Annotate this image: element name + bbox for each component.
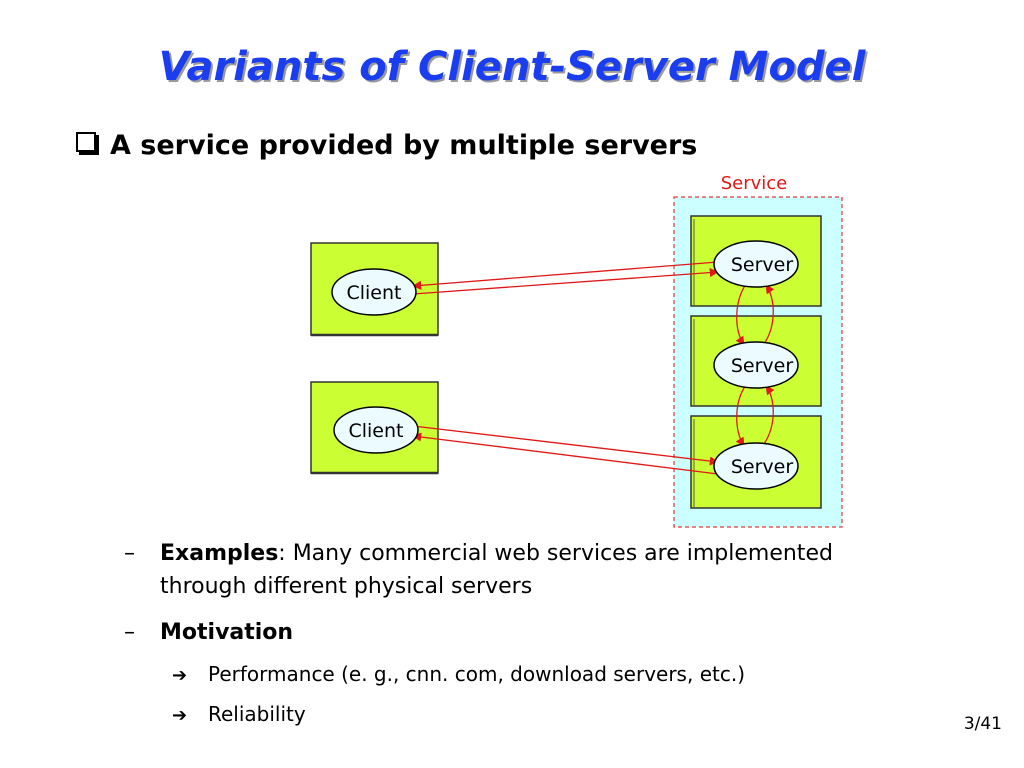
motivation-item: Motivation [160,616,293,649]
main-bullet-text: A service provided by multiple servers [110,130,698,161]
arrow-server1-to-client1 [412,261,719,290]
service-label: Service [721,173,788,194]
motivation-label: Motivation [160,620,294,645]
client-node-1 [331,268,417,316]
arrow-right-icon: ➔ [172,705,188,726]
server-label-2: Server [731,355,793,377]
arrow-server3-to-server2 [763,385,775,445]
dash-bullet-1: – [124,541,135,566]
server-node-1 [713,240,799,288]
sub-item-reliability-text: Reliability [208,702,306,726]
client-node-2 [333,406,419,454]
server-node-2 [713,341,799,389]
client-label-2: Client [348,420,403,442]
examples-text-2: through different physical servers [160,574,533,599]
sub-item-performance-text: Performance (e. g., cnn. com, download s… [208,662,745,686]
arrow-server1-to-server2 [735,283,747,346]
client-label-1: Client [346,282,401,304]
arrow-server2-to-server1 [763,284,775,345]
server-node-3 [713,442,799,490]
examples-label: Examples [160,541,279,566]
page-number: 3/41 [963,714,1002,734]
sub-item-reliability: ➔ Reliability [172,702,306,726]
arrow-server2-to-server3 [735,384,747,447]
dash-bullet-2: – [124,620,135,645]
checkbox-bullet-icon [76,132,96,152]
arrow-client1-to-server1 [412,268,719,295]
arrow-client2-to-server3 [412,425,719,466]
sub-item-performance: ➔ Performance (e. g., cnn. com, download … [172,662,745,686]
main-bullet: A service provided by multiple servers [76,130,697,161]
server-label-3: Server [731,456,793,478]
examples-item: Examples: Many commercial web services a… [160,537,833,603]
arrow-right-icon: ➔ [172,665,188,686]
slide-title: Variants of Client-Server Model [158,44,866,90]
arrow-server3-to-client2 [412,432,719,475]
server-label-1: Server [731,254,793,276]
examples-text: : Many commercial web services are imple… [278,541,833,566]
